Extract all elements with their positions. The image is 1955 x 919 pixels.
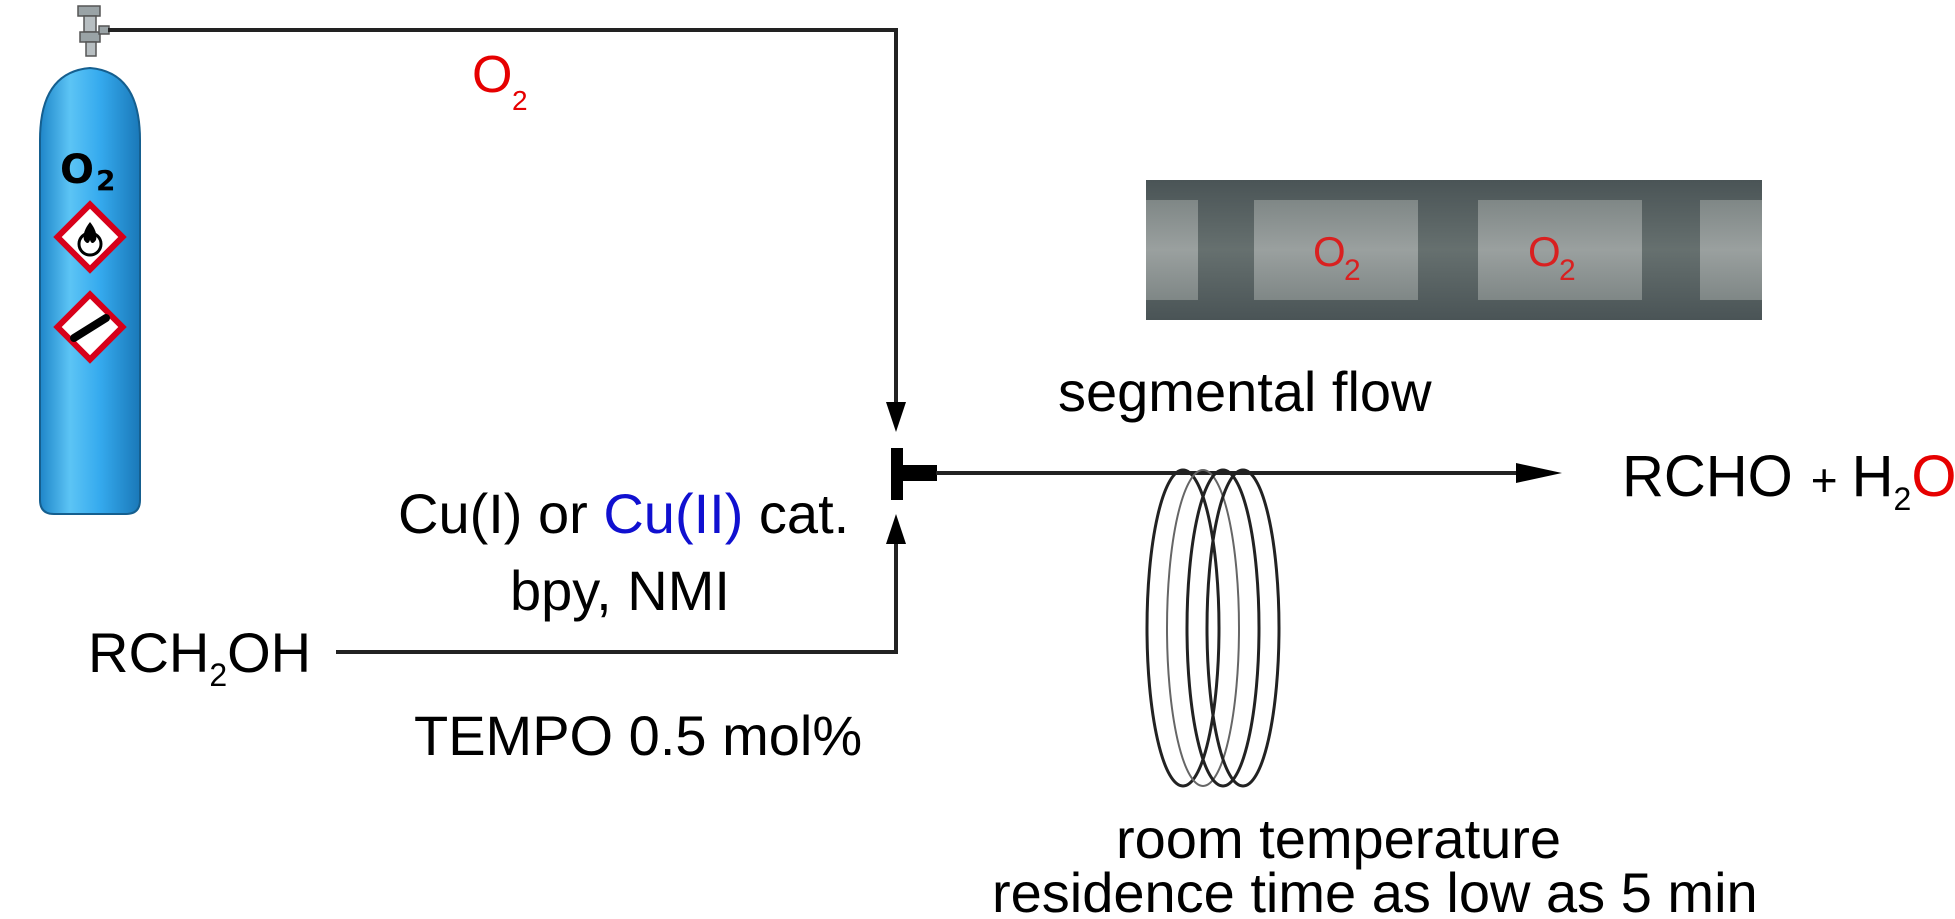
catalyst-line-1: Cu(I) or Cu(II) cat. bbox=[398, 482, 849, 545]
product-water-sub: 2 bbox=[1894, 481, 1912, 517]
gas-label-sub: 2 bbox=[512, 85, 528, 116]
substrate-sub: 2 bbox=[209, 657, 227, 693]
right-arrowhead-icon bbox=[1516, 463, 1562, 483]
conditions-residence-time: residence time as low as 5 min bbox=[992, 861, 1758, 919]
gas-label-main: O bbox=[472, 46, 512, 104]
cylinder-formula-sub: 2 bbox=[96, 164, 115, 197]
substrate-post: OH bbox=[227, 621, 311, 684]
oxygen-gas-cylinder: O 2 bbox=[39, 5, 141, 515]
down-arrowhead-icon bbox=[886, 402, 906, 432]
product-label: RCHO + H2O bbox=[1622, 444, 1955, 517]
conditions-temperature: room temperature bbox=[1116, 807, 1561, 870]
product-plus: + bbox=[1811, 454, 1838, 506]
substrate-pre: RCH bbox=[88, 621, 209, 684]
tube-segment-label-2: O bbox=[1528, 228, 1561, 275]
catalyst-cat-text: cat. bbox=[743, 482, 849, 545]
gas-plug-right bbox=[1700, 200, 1762, 300]
gas-feed-line bbox=[108, 28, 906, 432]
cylinder-valve-icon bbox=[77, 5, 110, 57]
gas-cylinder-hazard-icon bbox=[53, 290, 127, 364]
gas-plug-left bbox=[1146, 200, 1198, 300]
segmental-flow-label: segmental flow bbox=[1058, 360, 1432, 423]
substrate-label: RCH2OH bbox=[88, 621, 311, 693]
gas-plug-1 bbox=[1254, 200, 1418, 300]
product-aldehyde: RCHO bbox=[1622, 444, 1793, 509]
gas-plug-2 bbox=[1478, 200, 1642, 300]
tempo-loading-label: TEMPO 0.5 mol% bbox=[414, 704, 862, 767]
liquid-feed-line bbox=[336, 514, 906, 654]
tube-segment-label-1: O bbox=[1313, 228, 1346, 275]
tube-segment-sub-2: 2 bbox=[1559, 254, 1576, 287]
t-mixer bbox=[891, 448, 937, 500]
tube-segment-sub-1: 2 bbox=[1344, 254, 1361, 287]
catalyst-cu1-text: Cu(I) or bbox=[398, 482, 603, 545]
flame-over-circle-icon bbox=[53, 200, 127, 274]
cylinder-formula-main: O bbox=[60, 147, 94, 193]
segmented-tube-image: O 2 O 2 bbox=[1146, 180, 1762, 320]
up-arrowhead-icon bbox=[886, 514, 906, 544]
product-water-h: H bbox=[1852, 444, 1894, 509]
product-water-o: O bbox=[1911, 444, 1955, 509]
catalyst-line-2: bpy, NMI bbox=[510, 559, 730, 622]
reactor-coil bbox=[1145, 468, 1281, 788]
catalyst-cu2-text: Cu(II) bbox=[603, 482, 743, 545]
